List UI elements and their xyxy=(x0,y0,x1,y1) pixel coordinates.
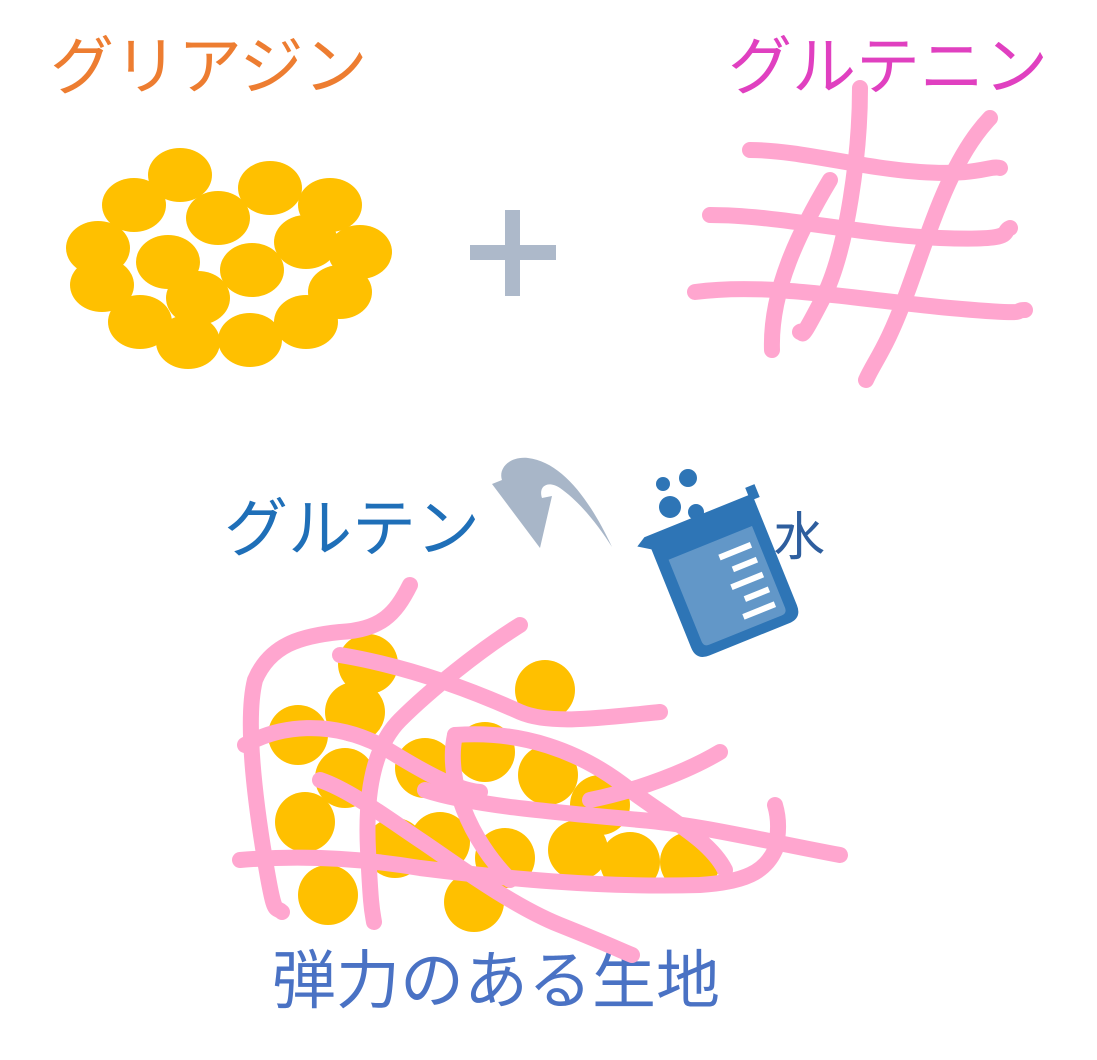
glutenin-label: グルテニン xyxy=(728,31,1048,105)
curved-arrow-icon xyxy=(492,457,612,548)
plus-icon xyxy=(470,210,556,296)
glutenin-network xyxy=(687,80,1033,388)
gliadin-label: グリアジン xyxy=(50,31,368,105)
dough-glutenin-strands xyxy=(232,577,848,963)
gliadin-cluster xyxy=(66,148,392,369)
gluten-label: グルテン xyxy=(224,493,480,567)
dough-label: 弾力のある生地 xyxy=(272,945,720,1019)
water-label: 水 xyxy=(773,508,826,568)
beaker-icon xyxy=(637,469,799,657)
